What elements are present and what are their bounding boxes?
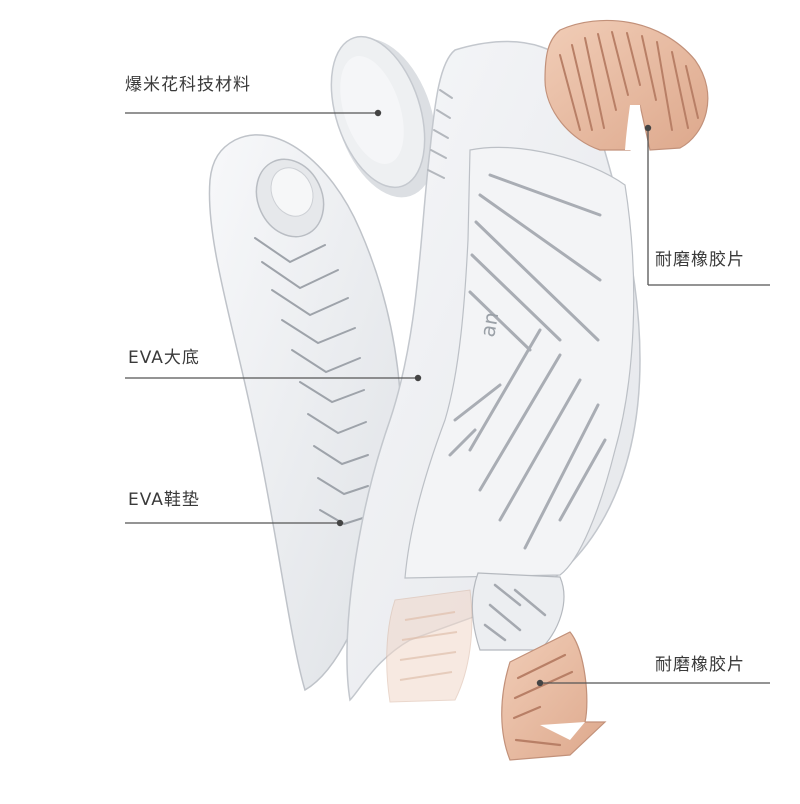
eva-outsole xyxy=(346,40,641,703)
leader-lines xyxy=(125,112,770,684)
label-eva-sole: EVA大底 xyxy=(128,348,200,368)
label-heel-rubber: 耐磨橡胶片 xyxy=(655,250,745,270)
brand-logo: an xyxy=(475,310,503,339)
popcorn-disc xyxy=(330,35,437,198)
leader-dots xyxy=(336,109,652,687)
label-eva-insole: EVA鞋垫 xyxy=(128,490,200,510)
label-popcorn-material: 爆米花科技材料 xyxy=(125,75,251,95)
toe-rubber-piece xyxy=(501,631,607,761)
eva-insole xyxy=(208,134,402,692)
heel-rubber-piece xyxy=(544,19,709,151)
label-toe-rubber: 耐磨橡胶片 xyxy=(655,655,745,675)
